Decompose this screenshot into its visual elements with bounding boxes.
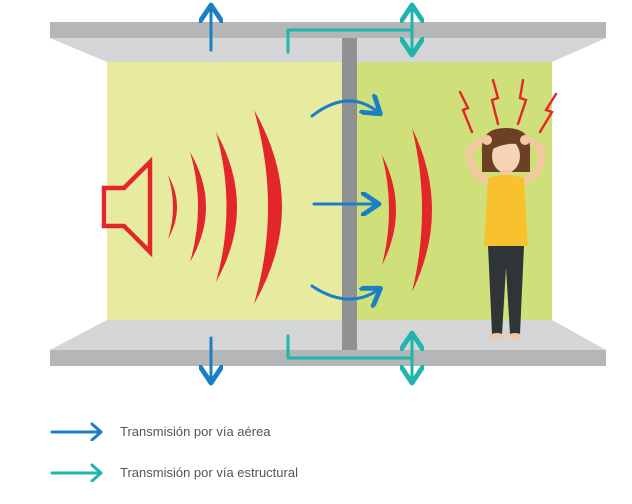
lightning-bolt-icon	[458, 78, 558, 134]
sound-transmission-diagram	[50, 0, 606, 400]
teal-arrow-icon	[50, 463, 103, 482]
legend-item-structural: Transmisión por vía estructural	[50, 462, 298, 482]
blue-arrow-icon	[50, 422, 103, 441]
sound-waves-source	[168, 110, 282, 304]
legend-item-airborne: Transmisión por vía aérea	[50, 421, 271, 441]
structural-path-top	[286, 28, 414, 54]
structural-paths	[286, 8, 414, 380]
sound-waves-transmitted	[382, 128, 432, 292]
loudspeaker-icon	[101, 156, 153, 258]
dividing-wall	[342, 38, 357, 350]
structural-path-bottom	[286, 334, 414, 360]
airborne-arrows	[310, 101, 378, 299]
top-slab	[50, 22, 606, 62]
air-arrow-bottom	[310, 284, 378, 299]
legend-label-structural: Transmisión por vía estructural	[120, 464, 298, 480]
air-arrow-top	[310, 101, 378, 118]
annoyed-woman-figure	[466, 128, 546, 339]
legend-label-airborne: Transmisión por vía aérea	[120, 423, 271, 439]
